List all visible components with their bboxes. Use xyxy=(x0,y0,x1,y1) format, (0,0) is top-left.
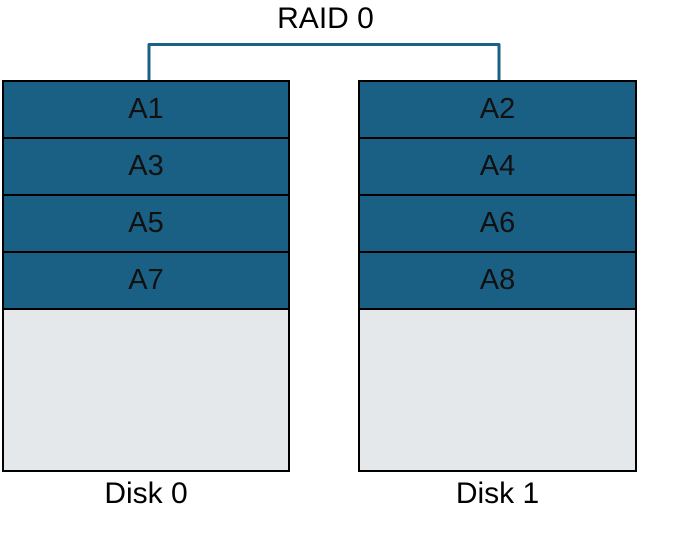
stripe-block: A5 xyxy=(4,196,288,253)
stripe-block: A3 xyxy=(4,139,288,196)
stripe-block: A8 xyxy=(360,253,635,310)
diagram-title: RAID 0 xyxy=(277,2,374,35)
disk-1-box: A2 A4 A6 A8 xyxy=(358,80,637,472)
disk-0-box: A1 A3 A5 A7 xyxy=(2,80,290,472)
stripe-block: A7 xyxy=(4,253,288,310)
stripe-block: A2 xyxy=(360,82,635,139)
disk-1-label: Disk 1 xyxy=(455,477,540,510)
disk-0-label: Disk 0 xyxy=(104,477,188,510)
stripe-block: A6 xyxy=(360,196,635,253)
raid-bracket-icon xyxy=(147,43,501,83)
stripe-block: A4 xyxy=(360,139,635,196)
stripe-block: A1 xyxy=(4,82,288,139)
